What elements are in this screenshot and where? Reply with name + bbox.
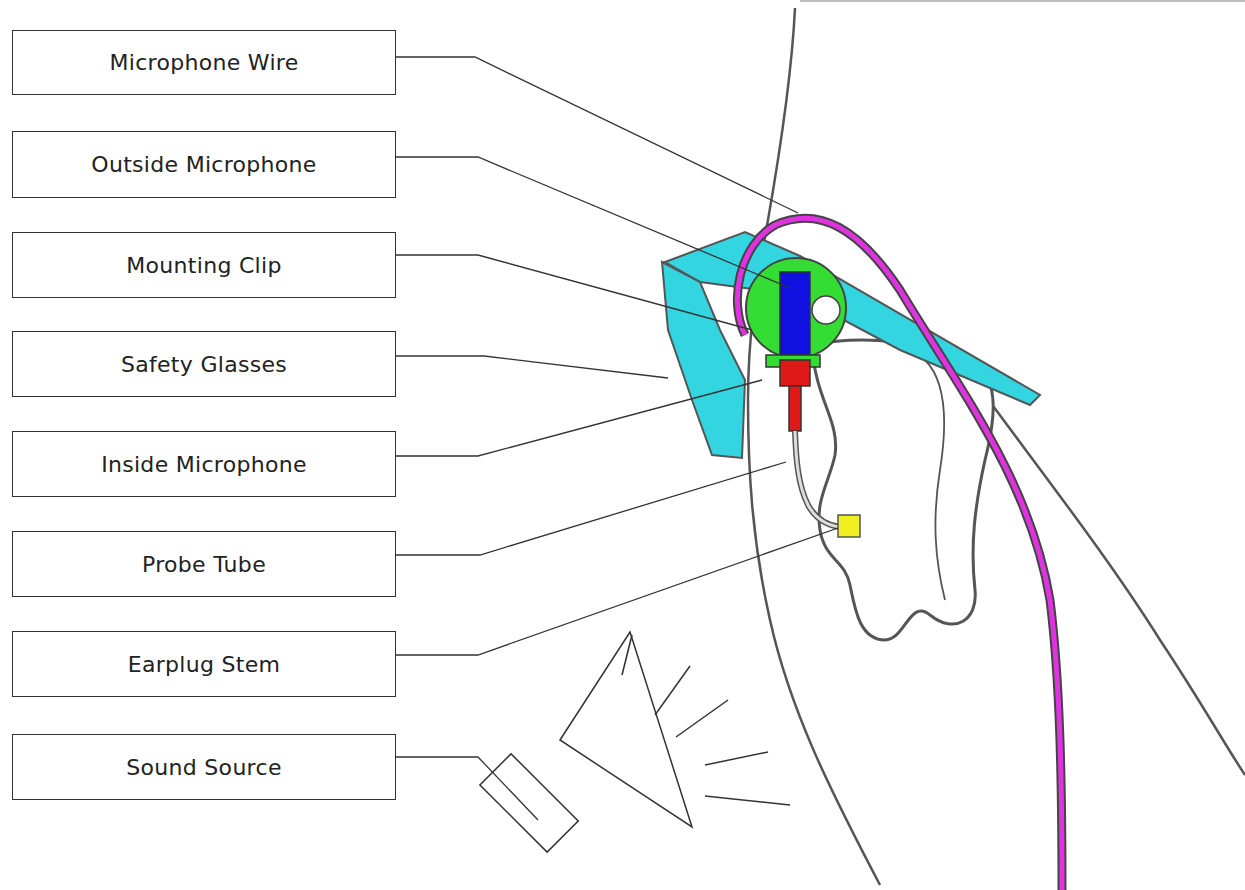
inside-microphone <box>780 360 810 386</box>
sound-waves <box>622 635 790 805</box>
outside-microphone <box>780 272 810 355</box>
wire-outline <box>737 218 1062 890</box>
part-label: Mounting Clip <box>126 253 281 278</box>
part-label: Sound Source <box>126 755 281 780</box>
part-label: Microphone Wire <box>109 50 298 75</box>
ear-fold <box>925 360 945 600</box>
part-label: Outside Microphone <box>91 152 316 177</box>
label-box: Safety Glasses <box>12 331 396 397</box>
frame-line <box>800 0 1245 2</box>
part-label: Safety Glasses <box>121 352 287 377</box>
label-box: Earplug Stem <box>12 631 396 697</box>
ear-outline <box>812 340 993 640</box>
probe-tube-outline <box>795 431 840 527</box>
mounting-clip <box>746 258 846 358</box>
label-box: Probe Tube <box>12 531 396 597</box>
part-label: Probe Tube <box>142 552 266 577</box>
part-label: Inside Microphone <box>101 452 307 477</box>
leader-lines <box>396 57 838 820</box>
microphone-nozzle <box>789 386 801 431</box>
neck-outline <box>985 395 1245 775</box>
glasses-lens <box>662 262 745 458</box>
clip-hole <box>812 296 840 324</box>
speaker <box>480 632 692 852</box>
label-box: Sound Source <box>12 734 396 800</box>
probe-tube <box>795 431 840 527</box>
part-label: Earplug Stem <box>128 652 281 677</box>
label-box: Inside Microphone <box>12 431 396 497</box>
label-box: Microphone Wire <box>12 30 396 95</box>
earplug-stem <box>838 515 860 537</box>
microphone-wire <box>737 218 1062 890</box>
label-box: Mounting Clip <box>12 232 396 298</box>
label-box: Outside Microphone <box>12 131 396 198</box>
